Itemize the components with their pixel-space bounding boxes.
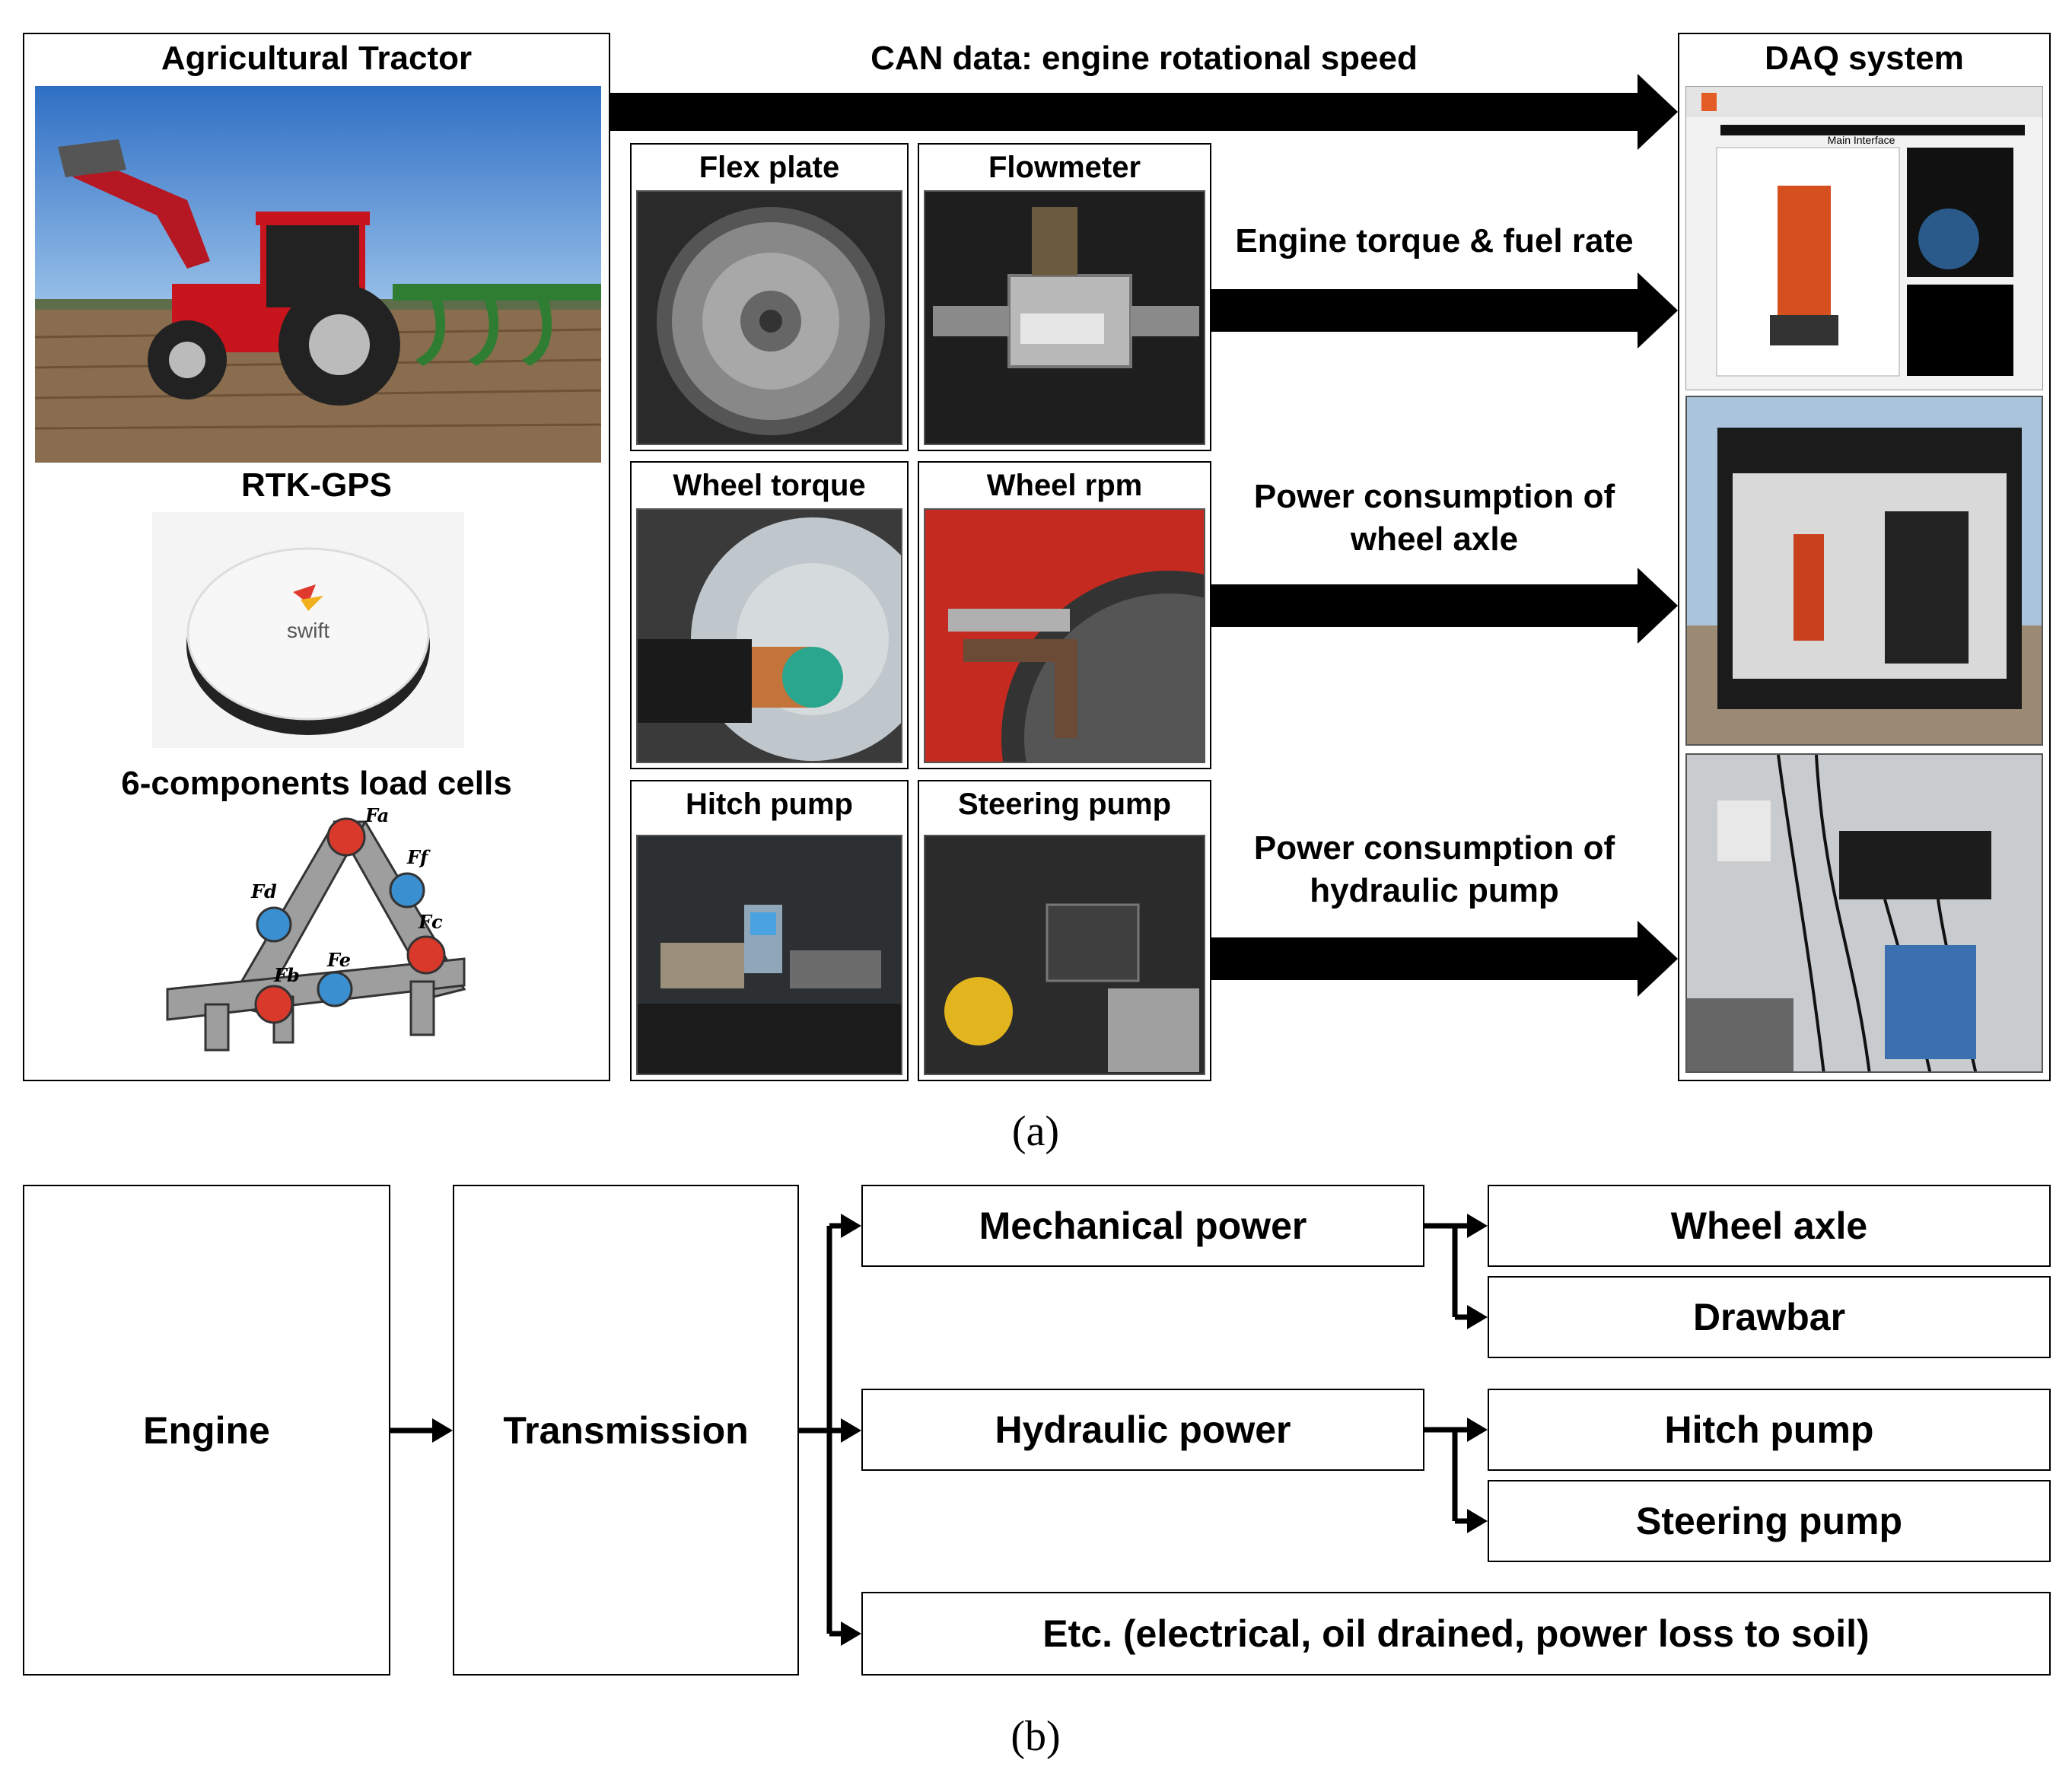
arrowhead-etc xyxy=(841,1621,861,1646)
steering-pump-box: Steering pump xyxy=(1488,1480,2051,1562)
steering-pump-photo xyxy=(924,835,1205,1075)
force-label-b: Fb xyxy=(273,964,300,986)
sensor-label: Flex plate xyxy=(699,151,840,184)
hydraulic-power-box: Hydraulic power xyxy=(861,1389,1424,1471)
arrow-label-wheel: Power consumption of wheel axle xyxy=(1214,476,1655,561)
force-label-d: Fd xyxy=(250,880,277,902)
arrowhead-hydraulic xyxy=(841,1418,861,1443)
sensor-label: Flowmeter xyxy=(988,151,1141,184)
transmission-label: Transmission xyxy=(503,1408,749,1452)
engine-label: Engine xyxy=(143,1408,270,1452)
flowmeter-photo xyxy=(924,190,1205,445)
force-label-c: Fc xyxy=(418,911,443,933)
hitch-pump-label: Hitch pump xyxy=(1664,1408,1874,1451)
daq-title: DAQ system xyxy=(1765,40,1964,77)
mechanical-power-label: Mechanical power xyxy=(979,1205,1307,1247)
gps-photo: swift xyxy=(152,512,464,748)
sensor-label: Wheel rpm xyxy=(986,469,1143,502)
arrowhead-steering-pump xyxy=(1467,1509,1488,1533)
drawbar-box: Drawbar xyxy=(1488,1276,2051,1358)
arrow-label-wheel-line2: wheel axle xyxy=(1350,520,1519,558)
sensor-wheel-torque: Wheel torque xyxy=(630,461,909,769)
arrowhead-hitch-pump xyxy=(1467,1418,1488,1442)
daq-monitor-photo xyxy=(1685,396,2043,746)
drawbar-label: Drawbar xyxy=(1692,1296,1846,1338)
sensor-label: Steering pump xyxy=(957,788,1172,821)
engine-box: Engine xyxy=(23,1185,390,1676)
wheel-torque-photo xyxy=(636,508,902,763)
sensor-wheel-rpm: Wheel rpm xyxy=(918,461,1211,769)
arrow-wheel xyxy=(1211,568,1678,644)
sensor-flex-plate: Flex plate xyxy=(630,143,909,451)
daq-screen-title: Main Interface xyxy=(1828,134,1895,146)
mechanical-power-box: Mechanical power xyxy=(861,1185,1424,1267)
hitch-pump-photo xyxy=(636,835,902,1075)
force-label-a: Fa xyxy=(364,807,389,826)
gps-brand-text: swift xyxy=(287,619,329,642)
arrow-label-can: CAN data: engine rotational speed xyxy=(870,40,1418,77)
tractor-title: Agricultural Tractor xyxy=(161,40,473,77)
hydraulic-power-label: Hydraulic power xyxy=(995,1408,1291,1451)
sensor-hitch-pump: Hitch pump xyxy=(630,780,909,1081)
caption-b: (b) xyxy=(1011,1713,1061,1760)
force-label-e: Fe xyxy=(326,949,351,971)
arrow-torque-fuel xyxy=(1211,272,1678,348)
wheel-axle-label: Wheel axle xyxy=(1670,1205,1868,1247)
arrow-label-hyd-line1: Power consumption of xyxy=(1253,829,1615,867)
arrow-label-hyd-line2: hydraulic pump xyxy=(1310,872,1559,909)
arrowhead-mechanical xyxy=(841,1214,861,1238)
daq-hardware-photo xyxy=(1685,753,2043,1073)
force-label-f: Ff xyxy=(406,846,431,868)
steering-pump-label: Steering pump xyxy=(1635,1500,1903,1542)
arrowhead-wheel-axle xyxy=(1467,1214,1488,1238)
loadcell-illustration: Fa Ff Fd Fc Fe Fb xyxy=(160,807,479,1065)
wheel-axle-box: Wheel axle xyxy=(1488,1185,2051,1267)
flex-plate-photo xyxy=(636,190,902,445)
tractor-photo xyxy=(35,86,601,463)
gps-title: RTK-GPS xyxy=(241,466,392,504)
sensor-label: Wheel torque xyxy=(673,469,866,502)
daq-screenshot: Main Interface xyxy=(1685,86,2043,390)
sensor-label: Hitch pump xyxy=(686,788,853,821)
sensor-steering-pump: Steering pump xyxy=(918,780,1211,1081)
arrowhead-drawbar xyxy=(1467,1305,1488,1329)
arrow-hydraulic xyxy=(1211,921,1678,997)
arrow-label-wheel-line1: Power consumption of xyxy=(1253,478,1615,515)
etc-box: Etc. (electrical, oil drained, power los… xyxy=(861,1592,2051,1676)
arrow-label-hydraulic: Power consumption of hydraulic pump xyxy=(1214,827,1655,912)
tractor-illustration xyxy=(35,86,601,463)
sensor-flowmeter: Flowmeter xyxy=(918,143,1211,451)
transmission-box: Transmission xyxy=(453,1185,799,1676)
etc-label: Etc. (electrical, oil drained, power los… xyxy=(1042,1612,1870,1655)
arrow-can xyxy=(610,74,1678,150)
arrow-label-torque-fuel: Engine torque & fuel rate xyxy=(1235,222,1634,259)
hitch-pump-box: Hitch pump xyxy=(1488,1389,2051,1471)
wheel-rpm-photo xyxy=(924,508,1205,763)
caption-a: (a) xyxy=(1011,1108,1060,1155)
loadcell-title: 6-components load cells xyxy=(121,765,512,802)
arrowhead-engine-transmission xyxy=(432,1418,453,1443)
